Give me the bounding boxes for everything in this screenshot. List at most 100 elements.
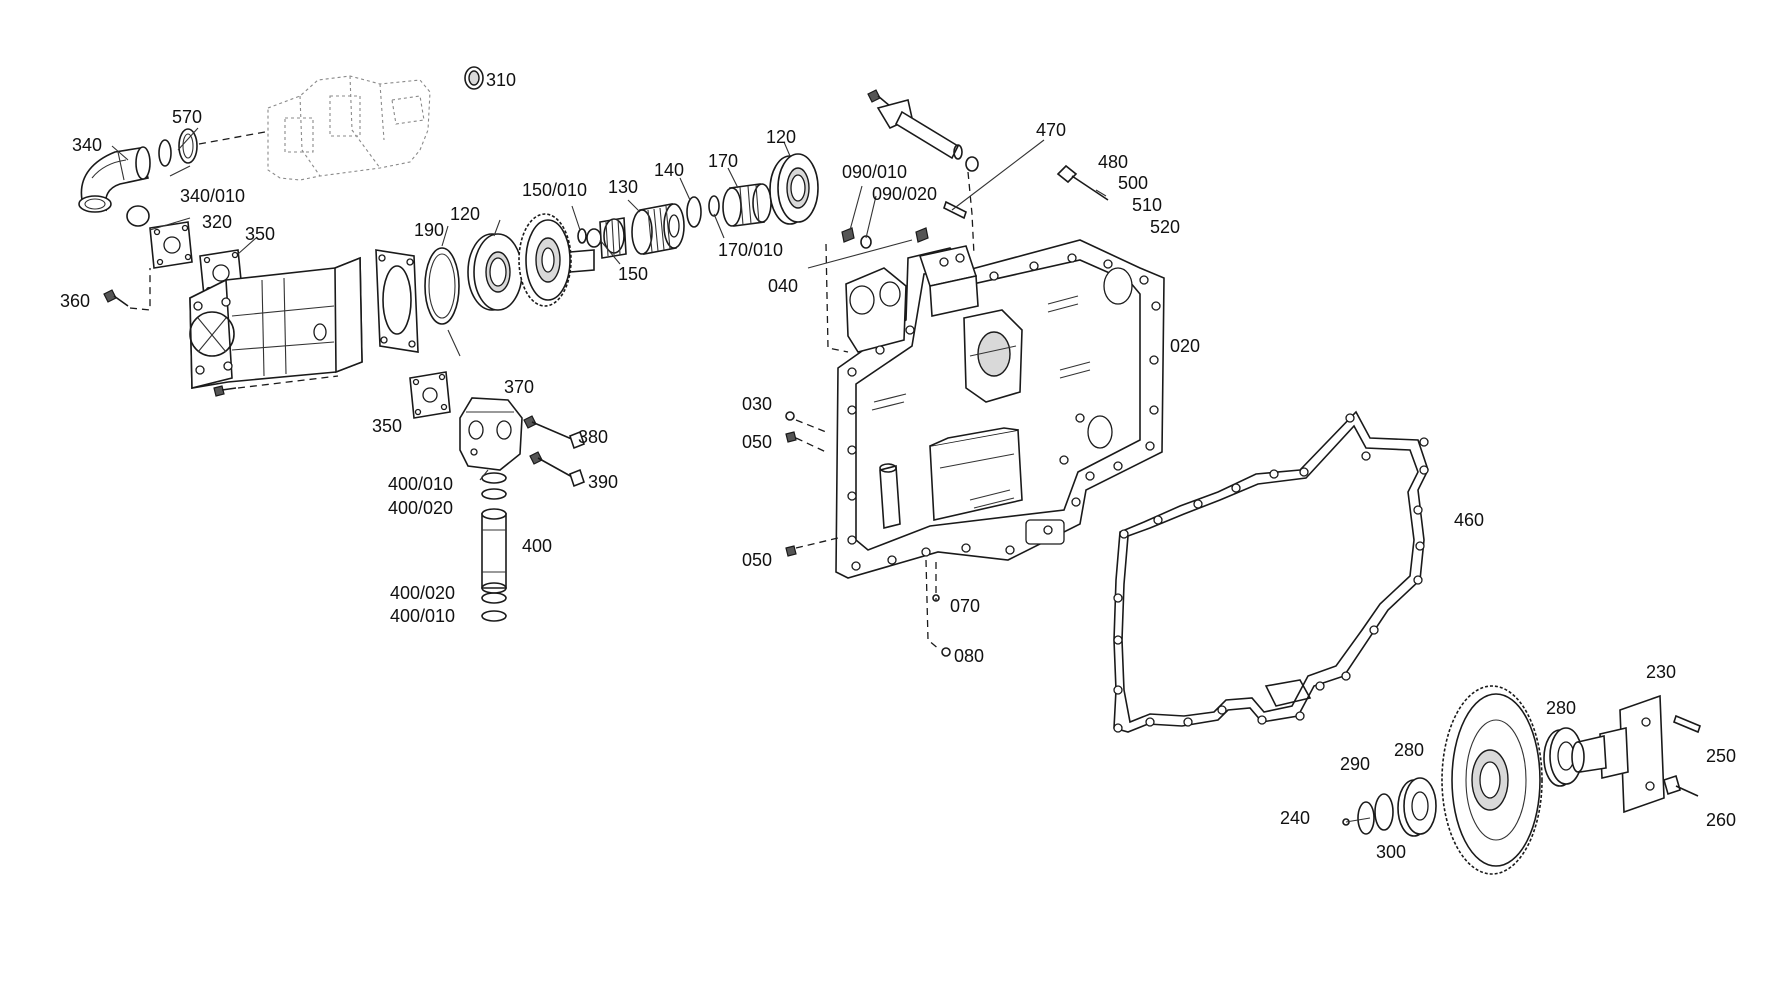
part-570-o-ring[interactable] xyxy=(178,128,198,164)
label-300: 300 xyxy=(1376,842,1406,862)
part-260-bolt[interactable] xyxy=(1663,774,1699,797)
label-170-010: 170/010 xyxy=(718,240,783,260)
part-290-spacer[interactable] xyxy=(1374,793,1394,831)
label-140: 140 xyxy=(654,160,684,180)
label-080: 080 xyxy=(954,646,984,666)
part-400-020-o-ring-upper[interactable] xyxy=(481,488,507,500)
part-080-ball[interactable] xyxy=(941,647,951,657)
label-040: 040 xyxy=(768,276,798,296)
part-030-ball[interactable] xyxy=(785,411,795,421)
part-370-valve-block[interactable] xyxy=(459,397,523,471)
part-150-010-ring[interactable] xyxy=(577,228,587,244)
label-400-020-lower: 400/020 xyxy=(390,583,455,603)
part-o-ring-small[interactable] xyxy=(126,205,150,227)
part-150-spline-shaft[interactable] xyxy=(586,217,627,259)
label-520: 520 xyxy=(1150,217,1180,237)
part-280-bearing-lower[interactable] xyxy=(1397,777,1437,837)
part-170-010-ring[interactable] xyxy=(708,195,720,217)
part-plug-right[interactable] xyxy=(915,227,929,243)
label-280-lower: 280 xyxy=(1394,740,1424,760)
label-570: 570 xyxy=(172,107,202,127)
label-030: 030 xyxy=(742,394,772,414)
label-050-lower: 050 xyxy=(742,550,772,570)
label-090-020: 090/020 xyxy=(872,184,937,204)
part-090-010-plug[interactable] xyxy=(841,227,855,243)
label-350-lower: 350 xyxy=(372,416,402,436)
label-390: 390 xyxy=(588,472,618,492)
part-190-snap-ring[interactable] xyxy=(424,247,460,325)
part-300-snap-ring[interactable] xyxy=(1357,801,1375,835)
part-400-010-o-ring-upper[interactable] xyxy=(481,472,507,484)
part-480-bolt[interactable] xyxy=(1056,164,1109,201)
label-470: 470 xyxy=(1036,120,1066,140)
part-170-needle-bearing[interactable] xyxy=(722,183,772,227)
label-020: 020 xyxy=(1170,336,1200,356)
label-320: 320 xyxy=(202,212,232,232)
part-390-bolt[interactable] xyxy=(529,451,585,488)
label-350-upper: 350 xyxy=(245,224,275,244)
part-340-010-o-ring[interactable] xyxy=(158,139,172,167)
label-070: 070 xyxy=(950,596,980,616)
part-380-bolt[interactable] xyxy=(523,415,585,450)
part-pump-screw[interactable] xyxy=(213,375,339,397)
label-250: 250 xyxy=(1706,746,1736,766)
part-320-flange-plate[interactable] xyxy=(149,221,193,269)
label-480: 480 xyxy=(1098,152,1128,172)
label-230: 230 xyxy=(1646,662,1676,682)
part-310-plug[interactable] xyxy=(464,66,484,90)
label-150-010: 150/010 xyxy=(522,180,587,200)
label-050-upper: 050 xyxy=(742,432,772,452)
label-150: 150 xyxy=(618,264,648,284)
part-large-gear[interactable] xyxy=(1441,685,1543,875)
label-360: 360 xyxy=(60,291,90,311)
reference-housing-outline xyxy=(267,75,431,181)
label-310: 310 xyxy=(486,70,516,90)
label-340-010: 340/010 xyxy=(180,186,245,206)
part-070-pin[interactable] xyxy=(932,594,940,602)
part-140-snap-ring[interactable] xyxy=(686,196,702,228)
callout-labels: 310 570 340 340/010 320 350 360 190 120 … xyxy=(60,70,1736,862)
part-340-elbow-fitting[interactable] xyxy=(78,146,151,213)
part-460-gasket[interactable] xyxy=(1113,410,1429,733)
label-170: 170 xyxy=(708,151,738,171)
part-020-housing-cover[interactable] xyxy=(835,239,1165,579)
leader-lines xyxy=(111,127,1371,823)
part-050-plug-upper[interactable] xyxy=(785,431,797,443)
label-400-020-upper: 400/020 xyxy=(388,498,453,518)
label-500: 500 xyxy=(1118,173,1148,193)
label-090-010: 090/010 xyxy=(842,162,907,182)
label-340: 340 xyxy=(72,135,102,155)
part-050-plug-lower[interactable] xyxy=(785,545,797,557)
part-400-020-o-ring-lower[interactable] xyxy=(481,592,507,604)
part-120-bearing-right[interactable] xyxy=(769,153,819,225)
label-130: 130 xyxy=(608,177,638,197)
label-120-right: 120 xyxy=(766,127,796,147)
part-400-sleeve[interactable] xyxy=(481,508,507,594)
label-400-010-lower: 400/010 xyxy=(390,606,455,626)
part-hydraulic-pump[interactable] xyxy=(189,256,363,390)
label-510: 510 xyxy=(1132,195,1162,215)
part-130-clutch-hub[interactable] xyxy=(631,203,685,255)
part-350-gasket-lower[interactable] xyxy=(409,371,451,419)
label-190: 190 xyxy=(414,220,444,240)
label-290: 290 xyxy=(1340,754,1370,774)
part-400-010-o-ring-lower[interactable] xyxy=(481,610,507,622)
label-370: 370 xyxy=(504,377,534,397)
label-460: 460 xyxy=(1454,510,1484,530)
label-260: 260 xyxy=(1706,810,1736,830)
part-250-pin[interactable] xyxy=(1673,714,1701,734)
part-470-roll-pin[interactable] xyxy=(943,200,967,220)
part-230-bearing-support[interactable] xyxy=(1571,694,1665,814)
part-drive-gear[interactable] xyxy=(518,213,595,307)
label-400-010-upper: 400/010 xyxy=(388,474,453,494)
part-280-bearing-upper[interactable] xyxy=(1543,727,1583,787)
label-120-left: 120 xyxy=(450,204,480,224)
label-380: 380 xyxy=(578,427,608,447)
part-pump-gasket[interactable] xyxy=(375,249,419,353)
label-240: 240 xyxy=(1280,808,1310,828)
label-280-upper: 280 xyxy=(1546,698,1576,718)
part-360-screw[interactable] xyxy=(103,268,151,311)
part-lever-shaft[interactable] xyxy=(867,89,979,256)
part-120-bearing-left[interactable] xyxy=(467,233,523,311)
